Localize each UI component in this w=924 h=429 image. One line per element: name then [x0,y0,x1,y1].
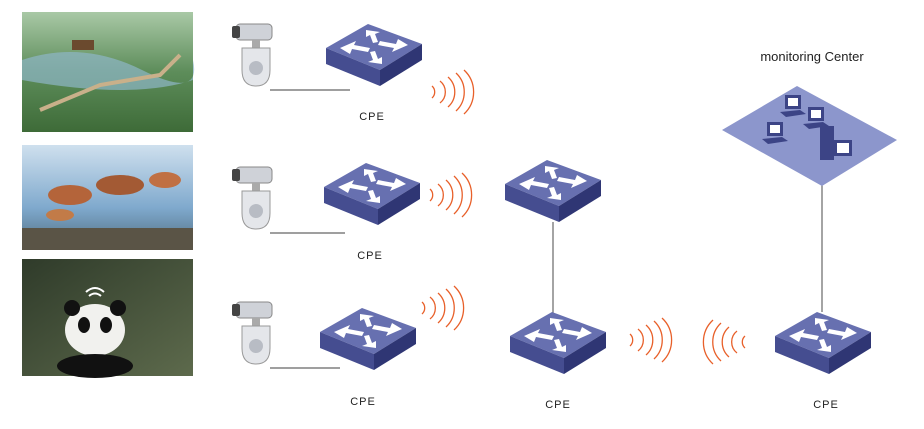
cpe-label: CPE [350,396,376,408]
photo-panda [22,259,193,378]
wifi-icon [85,287,105,297]
computer-icon [762,95,852,160]
cpe-label: CPE [813,399,839,411]
cpe-label: CPE [357,250,383,262]
wireless-signal-icon [429,172,473,218]
cpe-switch-icon [324,163,420,225]
wireless-signal-icon [629,317,673,363]
cpe-switch-icon [775,312,871,374]
wireless-signal-icon [421,285,465,331]
cpe-switch-icon [326,24,422,86]
monitoring-center-title: monitoring Center [760,49,864,64]
camera-icon [232,23,273,87]
photo-ducks [22,145,193,250]
wireless-signal-icon [702,319,746,365]
wireless-signal-icon [431,69,475,115]
cpe-label: CPE [359,111,385,123]
switch-icon [505,160,601,222]
cpe-switch-icon [320,308,416,370]
cpe-switch-icon [510,312,606,374]
camera-icon [232,301,273,365]
photo-wetland [22,12,195,132]
camera-icon [232,166,273,230]
cpe-label: CPE [545,399,571,411]
monitoring-center: monitoring Center [722,49,897,186]
